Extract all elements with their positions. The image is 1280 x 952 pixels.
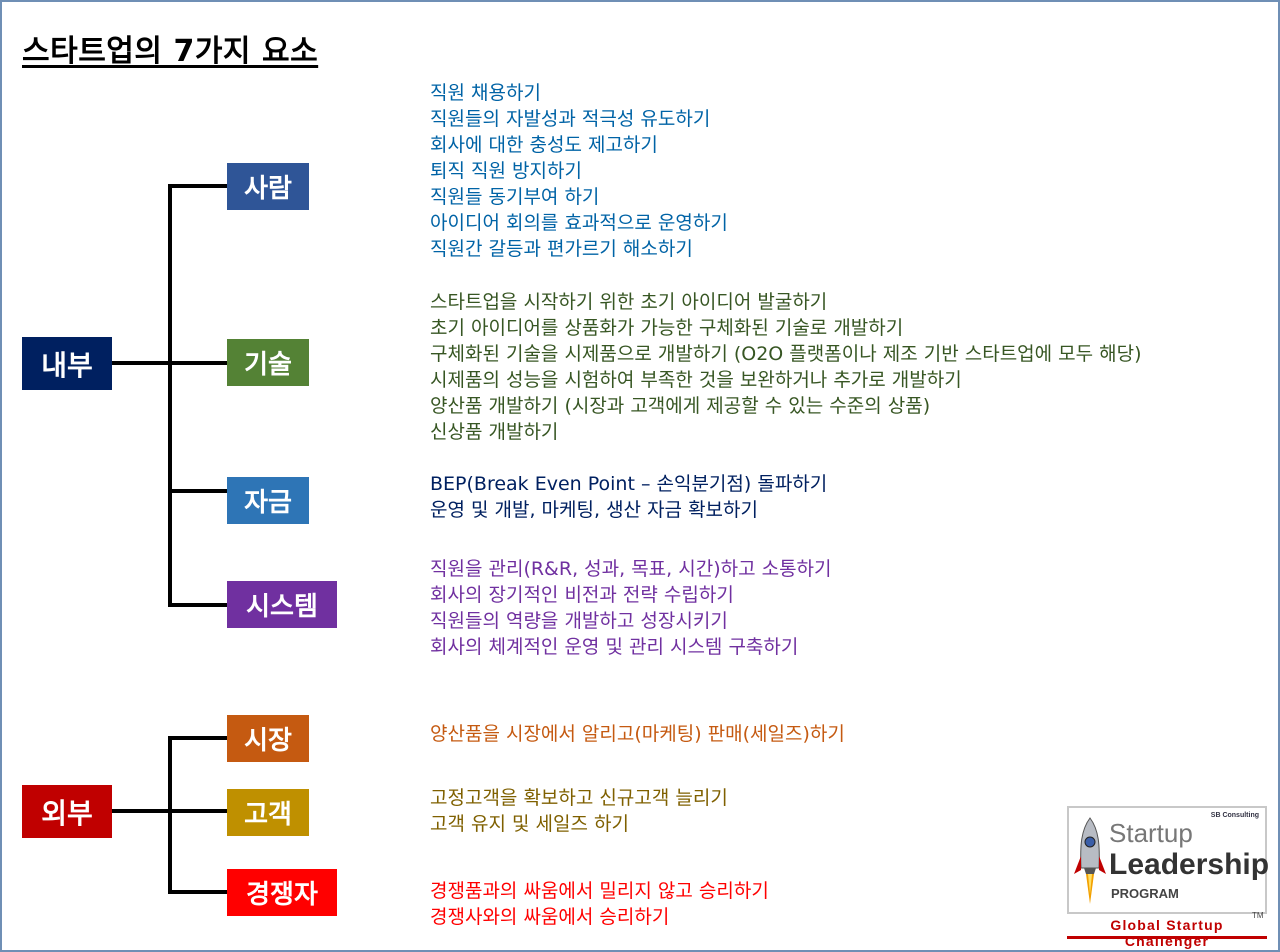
description-item: 회사에 대한 충성도 제고하기	[430, 134, 658, 156]
description-item: 직원간 갈등과 편가르기 해소하기	[430, 238, 693, 260]
logo-tagline: Global Startup Challenger	[1110, 917, 1224, 949]
startup-leadership-logo: SB Consulting Startup Leadership PROGRAM	[1067, 806, 1270, 914]
element-technology: 기술	[227, 339, 309, 386]
page-title: 스타트업의 7가지 요소	[22, 34, 319, 69]
market-description-list: 양산품을 시장에서 알리고(마케팅) 판매(세일즈)하기	[430, 721, 845, 747]
description-item: 직원들 동기부여 하기	[430, 186, 600, 208]
description-item: BEP(Break Even Point – 손익분기점) 돌파하기	[430, 473, 828, 495]
description-item: 아이디어 회의를 효과적으로 운영하기	[430, 212, 728, 234]
description-item: 퇴직 직원 방지하기	[430, 160, 582, 182]
element-system: 시스템	[227, 581, 337, 628]
consulting-brand-mark: SB Consulting	[1210, 812, 1259, 819]
description-item: 고객 유지 및 세일즈 하기	[430, 813, 629, 835]
description-item: 회사의 장기적인 비전과 전략 수립하기	[430, 584, 734, 606]
description-item: 직원들의 자발성과 적극성 유도하기	[430, 108, 711, 130]
element-people: 사람	[227, 163, 309, 210]
group-external: 외부	[22, 785, 112, 838]
rocket-icon	[1074, 817, 1106, 904]
element-funding: 자금	[227, 477, 309, 524]
description-item: 직원 채용하기	[430, 82, 541, 104]
description-item: 직원들의 역량을 개발하고 성장시키기	[430, 610, 728, 632]
element-market: 시장	[227, 715, 309, 762]
element-competitor: 경쟁자	[227, 869, 337, 916]
description-item: 경쟁품과의 싸움에서 밀리지 않고 승리하기	[430, 880, 769, 902]
group-internal: 내부	[22, 337, 112, 390]
description-item: 구체화된 기술을 시제품으로 개발하기 (O2O 플랫폼이나 제조 기반 스타트…	[430, 343, 1142, 365]
description-item: 양산품 개발하기 (시장과 고객에게 제공할 수 있는 수준의 상품)	[430, 395, 931, 417]
description-item: 시제품의 성능을 시험하여 부족한 것을 보완하거나 추가로 개발하기	[430, 369, 962, 391]
description-item: 경쟁사와의 싸움에서 승리하기	[430, 906, 670, 928]
description-item: 운영 및 개발, 마케팅, 생산 자금 확보하기	[430, 499, 758, 521]
description-item: 직원을 관리(R&R, 성과, 목표, 시간)하고 소통하기	[430, 558, 832, 580]
logo-line-startup: Startup	[1109, 818, 1193, 848]
logo-underline	[1067, 936, 1267, 939]
description-item: 초기 아이디어를 상품화가 가능한 구체화된 기술로 개발하기	[430, 317, 904, 339]
description-item: 고정고객을 확보하고 신규고객 늘리기	[430, 787, 728, 809]
description-item: 신상품 개발하기	[430, 421, 559, 443]
description-item: 양산품을 시장에서 알리고(마케팅) 판매(세일즈)하기	[430, 723, 845, 745]
element-customer: 고객	[227, 789, 309, 836]
logo-line-leadership: Leadership	[1109, 848, 1270, 881]
description-item: 회사의 체계적인 운영 및 관리 시스템 구축하기	[430, 636, 799, 658]
logo-line-program: PROGRAM	[1111, 886, 1179, 901]
trademark-mark: TM	[1252, 911, 1264, 920]
description-item: 스타트업을 시작하기 위한 초기 아이디어 발굴하기	[430, 291, 828, 313]
